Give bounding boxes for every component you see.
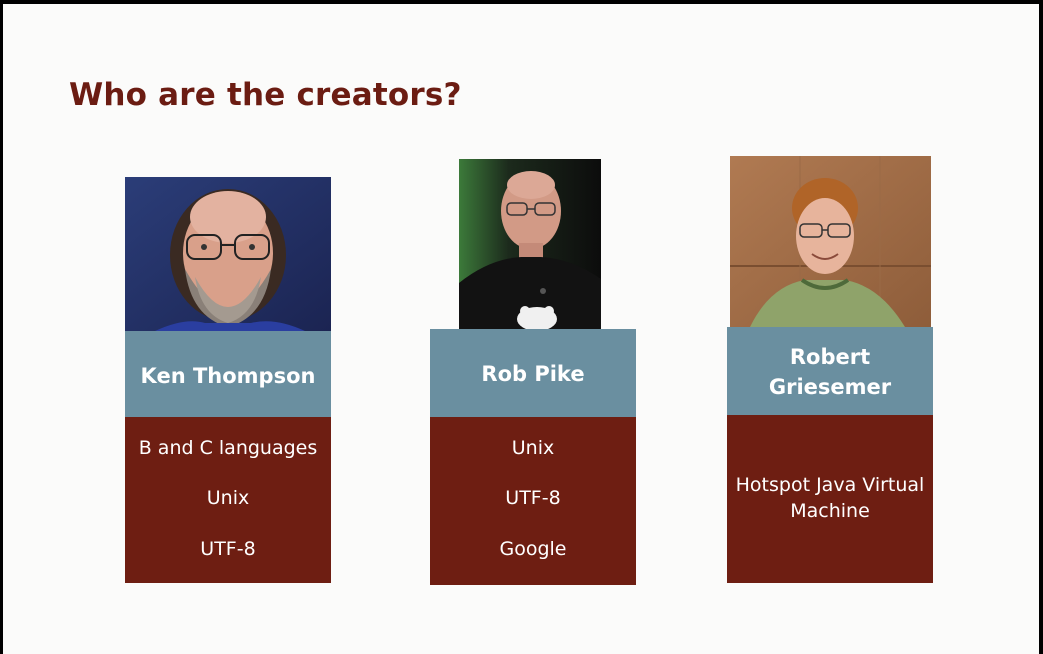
rob-pike-name: Rob Pike (481, 361, 585, 386)
ken-thompson-fact: Unix (206, 487, 250, 509)
rob-pike-facts-panel: Unix UTF-8 Google (430, 417, 636, 585)
ken-thompson-name-bar: Ken Thompson (125, 331, 331, 420)
robert-griesemer-photo (730, 156, 931, 327)
rob-pike-fact: UTF-8 (505, 487, 561, 509)
robert-griesemer-facts-panel: Hotspot Java Virtual Machine (727, 415, 933, 583)
ken-thompson-photo (125, 177, 331, 331)
robert-griesemer-name-bar: Robert Griesemer (727, 327, 933, 416)
rob-pike-photo (459, 159, 601, 329)
robert-griesemer-name: Robert Griesemer (768, 344, 892, 399)
rob-pike-name-bar: Rob Pike (430, 329, 636, 418)
slide: Who are the creators? (3, 4, 1039, 654)
ken-thompson-facts-panel: B and C languages Unix UTF-8 (125, 417, 331, 583)
slide-title: Who are the creators? (69, 77, 462, 113)
ken-thompson-fact: UTF-8 (200, 538, 256, 560)
robert-griesemer-fact: Hotspot Java Virtual Machine (735, 474, 925, 522)
ken-thompson-name: Ken Thompson (140, 363, 316, 388)
ken-thompson-fact: B and C languages (138, 437, 318, 459)
rob-pike-fact: Google (499, 538, 567, 560)
rob-pike-fact: Unix (511, 437, 555, 459)
